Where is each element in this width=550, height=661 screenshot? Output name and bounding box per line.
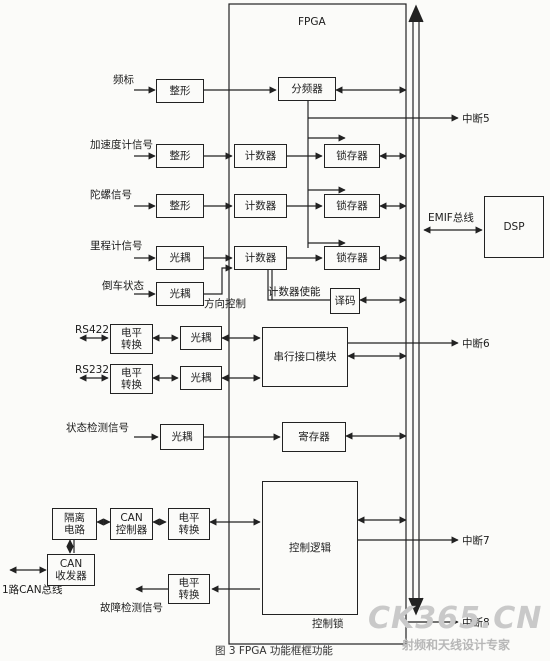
watermark-logo: CK365.CN	[368, 601, 543, 636]
level-converter-label: 转换	[178, 524, 200, 536]
can-controller-label: CAN	[120, 512, 143, 524]
register-block: 寄存器	[282, 422, 346, 452]
latch-block-gyro: 锁存器	[324, 194, 380, 218]
fpga-boundary	[228, 3, 407, 645]
level-converter-label: 转换	[121, 339, 142, 351]
emif-bus-label: EMIF总线	[428, 212, 474, 224]
odometer-signal-label: 里程计信号	[90, 240, 143, 252]
optocoupler-block-odometer: 光耦	[156, 246, 204, 270]
level-converter-can: 电平转换	[168, 508, 210, 540]
can-transceiver-label: CAN	[59, 558, 83, 570]
dsp-label: DSP	[503, 221, 525, 233]
level-converter-label: 电平	[121, 367, 142, 379]
level-converter-fault: 电平转换	[168, 574, 210, 604]
latch-label: 锁存器	[336, 252, 368, 264]
interrupt-6-label: 中断6	[462, 338, 490, 350]
serial-interface-module: 串行接口模块	[262, 327, 348, 387]
watermark-tagline: 射频和天线设计专家	[402, 638, 511, 652]
level-converter-label: 转换	[178, 589, 200, 601]
isolation-circuit-block: 隔离电路	[52, 508, 97, 540]
dsp-block: DSP	[484, 196, 544, 258]
serial-module-label: 串行接口模块	[273, 351, 337, 363]
optocoupler-block-rs232: 光耦	[180, 366, 222, 390]
interrupt-7-label: 中断7	[462, 535, 490, 547]
control-logic-block: 控制逻辑	[262, 481, 358, 615]
reverse-state-label: 倒车状态	[102, 280, 144, 292]
counter-enable-label: 计数器使能	[268, 286, 321, 298]
decoder-label: 译码	[334, 295, 356, 307]
figure-caption: 图 3 FPGA 功能框框功能	[215, 645, 333, 657]
optocoupler-label: 光耦	[190, 332, 212, 344]
shaper-label: 整形	[169, 150, 191, 162]
register-label: 寄存器	[298, 431, 330, 443]
latch-label: 锁存器	[336, 150, 368, 162]
level-converter-rs232: 电平转换	[110, 364, 153, 394]
optocoupler-label: 光耦	[169, 252, 191, 264]
freq-mark-label: 频标	[113, 74, 134, 86]
level-converter-label: 电平	[178, 512, 200, 524]
optocoupler-label: 光耦	[169, 288, 191, 300]
level-converter-rs422: 电平转换	[110, 324, 153, 354]
level-converter-label: 转换	[121, 379, 142, 391]
rs232-label: RS232	[75, 364, 110, 376]
decoder-block: 译码	[330, 288, 360, 314]
divider-block: 分频器	[278, 77, 336, 101]
can-bus-label: 1路CAN总线	[2, 584, 63, 596]
accel-signal-label: 加速度计信号	[90, 139, 153, 151]
interrupt-8-label: 中断8	[462, 617, 490, 629]
optocoupler-label: 光耦	[171, 431, 193, 443]
optocoupler-block-status: 光耦	[160, 424, 204, 450]
gyro-signal-label: 陀螺信号	[90, 189, 132, 201]
fpga-title: FPGA	[298, 16, 326, 28]
divider-label: 分频器	[291, 83, 323, 95]
status-detect-label: 状态检测信号	[66, 422, 129, 434]
can-transceiver-label: 收发器	[55, 570, 87, 582]
control-lock-label: 控制锁	[312, 618, 344, 630]
optocoupler-block-rs422: 光耦	[180, 326, 222, 350]
shaper-label: 整形	[169, 200, 191, 212]
counter-block-odometer: 计数器	[234, 246, 287, 270]
shaper-block-freq: 整形	[156, 79, 204, 103]
shaper-block-accel: 整形	[156, 144, 204, 168]
optocoupler-block-reverse: 光耦	[156, 282, 204, 306]
counter-block-gyro: 计数器	[234, 194, 287, 218]
fault-detect-label: 故障检测信号	[100, 602, 163, 614]
latch-block-odometer: 锁存器	[324, 246, 380, 270]
counter-label: 计数器	[244, 252, 277, 264]
counter-block-accel: 计数器	[234, 144, 287, 168]
rs422-label: RS422	[75, 324, 110, 336]
counter-label: 计数器	[244, 200, 277, 212]
level-converter-label: 电平	[121, 327, 142, 339]
latch-block-accel: 锁存器	[324, 144, 380, 168]
optocoupler-label: 光耦	[190, 372, 212, 384]
latch-label: 锁存器	[336, 200, 368, 212]
shaper-block-gyro: 整形	[156, 194, 204, 218]
shaper-label: 整形	[169, 85, 191, 97]
can-controller-label: 控制器	[115, 524, 148, 536]
control-logic-label: 控制逻辑	[289, 542, 331, 554]
level-converter-label: 电平	[178, 577, 200, 589]
direction-control-label: 方向控制	[204, 298, 246, 310]
counter-label: 计数器	[244, 150, 277, 162]
isolation-label: 电路	[64, 524, 85, 536]
interrupt-5-label: 中断5	[462, 113, 490, 125]
isolation-label: 隔离	[64, 512, 85, 524]
